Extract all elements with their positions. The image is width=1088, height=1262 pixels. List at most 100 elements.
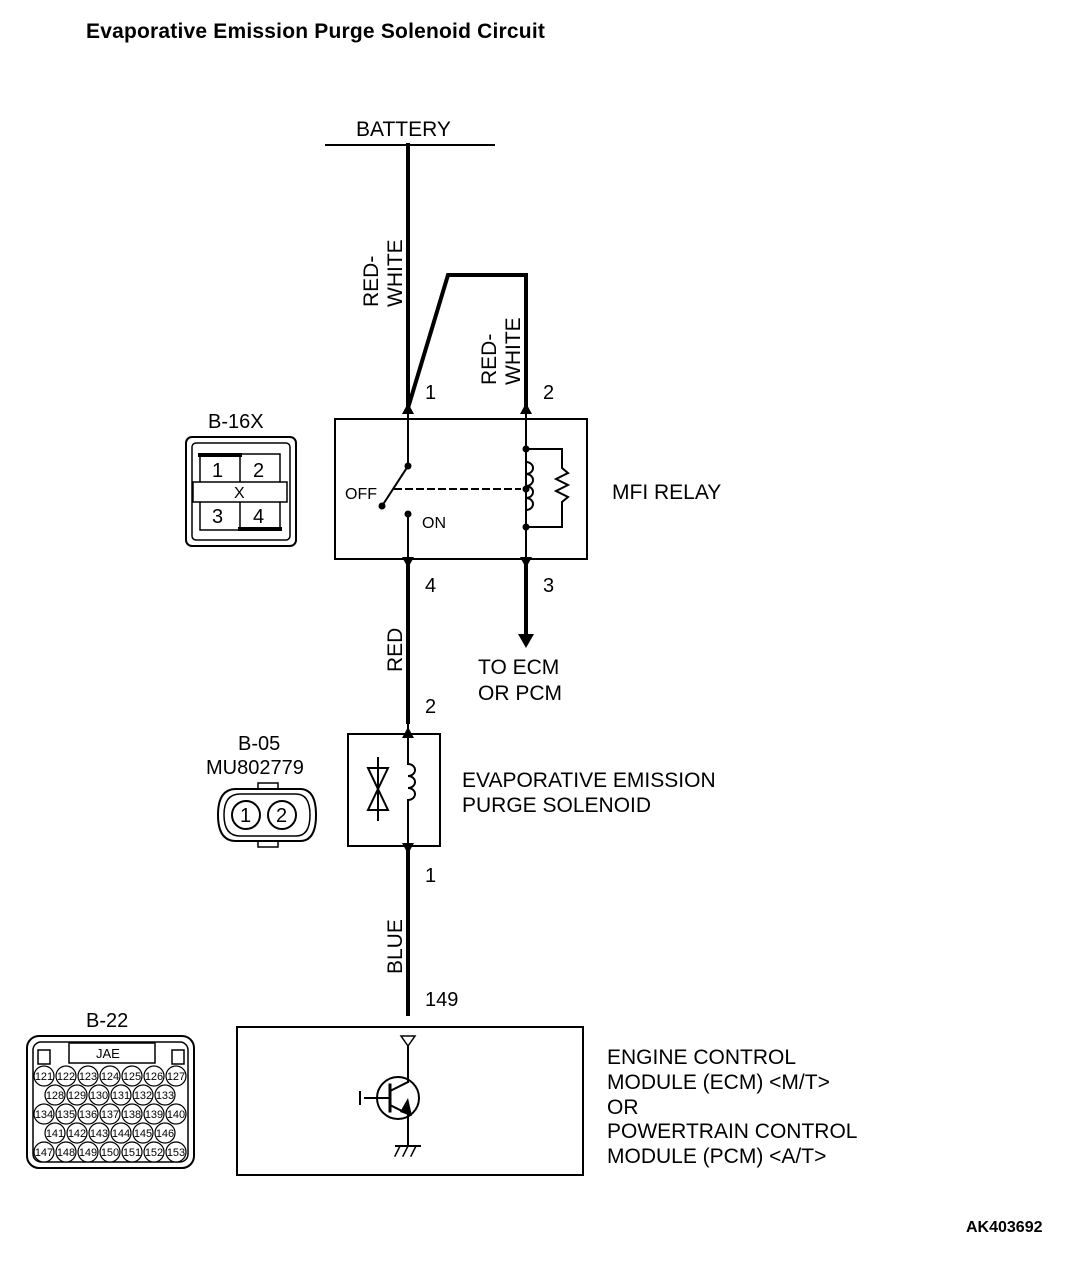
b22-pin-number: 122 [57,1071,75,1083]
b22-brand-label: JAE [96,1046,120,1061]
relay-on-label: ON [422,515,446,532]
figure-id: AK403692 [966,1219,1043,1236]
b22-pin-number: 133 [156,1090,174,1102]
b22-pin-number: 147 [35,1147,53,1159]
b22-pin-number: 144 [112,1128,130,1140]
b22-pin-circle [77,1103,99,1125]
wire-color-redwhite-2b: WHITE [502,317,525,385]
module-label-3: OR [607,1096,639,1119]
to-ecm-label-1: TO ECM [478,656,559,679]
b16x-mark: X [234,485,245,502]
b22-pin-number: 138 [123,1109,141,1121]
b05-connector-label: B-05 [238,733,280,755]
b22-pin-circle [154,1084,176,1106]
relay-pin-1: 1 [425,382,436,404]
purge-solenoid-box [347,733,441,847]
b22-pin-number: 137 [101,1109,119,1121]
solenoid-coil [406,762,416,802]
b22-pin-number: 149 [79,1147,97,1159]
b22-pin-number: 125 [123,1071,141,1083]
b16x-pin-3: 3 [212,506,223,528]
wire-color-redwhite-1b: WHITE [384,239,407,307]
b22-pin-circle [154,1122,176,1144]
b22-connector-outline [26,1035,195,1169]
solenoid-pin-2: 2 [425,696,436,718]
b22-pin-circle [121,1065,143,1087]
solenoid-label-1: EVAPORATIVE EMISSION [462,769,716,792]
b22-pin-circle [110,1084,132,1106]
b22-pin-circle [88,1122,110,1144]
ecm-pcm-box [236,1026,584,1176]
b22-pin-circle [55,1141,77,1163]
b22-pin-circle [121,1103,143,1125]
b22-pin-circle [143,1103,165,1125]
b16x-pin-2: 2 [253,460,264,482]
b22-pin-circle [132,1122,154,1144]
b16x-pin-4: 4 [253,506,264,528]
module-label-1: ENGINE CONTROL [607,1046,796,1069]
mfi-relay-label: MFI RELAY [612,481,721,504]
b22-pin-number: 127 [167,1071,185,1083]
solenoid-label-2: PURGE SOLENOID [462,794,651,817]
b22-pin-circle [165,1065,187,1087]
diagram-title: Evaporative Emission Purge Solenoid Circ… [86,20,546,43]
relay-off-label: OFF [345,486,377,503]
b22-pin-number: 129 [68,1090,86,1102]
mfi-relay-box [334,418,588,560]
b22-pin-number: 139 [145,1109,163,1121]
b22-pin-circle [66,1122,88,1144]
b22-pin-number: 136 [79,1109,97,1121]
relay-pin-4: 4 [425,575,436,597]
b05-connector-outline [216,788,318,842]
b05-pin-2: 2 [276,805,287,827]
wire-color-blue: BLUE [384,919,407,974]
b22-pin-number: 134 [35,1109,53,1121]
b22-pin-circle [121,1141,143,1163]
solenoid-pin-1: 1 [425,865,436,887]
b22-pin-circle [110,1122,132,1144]
wire-relay-coil-supply [405,273,528,412]
b22-pin-circle [33,1065,55,1087]
b22-pin-circle [165,1141,187,1163]
b22-pin-circle [77,1141,99,1163]
b22-pin-circle [143,1141,165,1163]
b22-pin-number: 146 [156,1128,174,1140]
relay-pin-3: 3 [543,575,554,597]
battery-label: BATTERY [356,118,451,141]
b22-pin-circle [55,1065,77,1087]
b16x-connector-label: B-16X [208,411,264,433]
b16x-connector-outline [185,436,297,547]
b22-pin-number: 150 [101,1147,119,1159]
module-label-5: MODULE (PCM) <A/T> [607,1145,826,1168]
b22-pin-number: 132 [134,1090,152,1102]
to-ecm-arrow-icon [518,634,534,648]
b22-pin-circle [99,1065,121,1087]
b22-pin-number: 143 [90,1128,108,1140]
b22-pin-number: 140 [167,1109,185,1121]
b22-pin-number: 152 [145,1147,163,1159]
b22-pin-number: 145 [134,1128,152,1140]
b22-pin-number: 135 [57,1109,75,1121]
b22-pin-circle [99,1141,121,1163]
wire-color-red: RED [384,628,407,672]
b22-pin-circle [55,1103,77,1125]
b22-pin-number: 126 [145,1071,163,1083]
b22-pin-circle [143,1065,165,1087]
module-label-2: MODULE (ECM) <M/T> [607,1071,830,1094]
b22-pin-number: 151 [123,1147,141,1159]
b22-pin-circle [33,1103,55,1125]
b22-pin-circle [132,1084,154,1106]
b22-pin-circle [66,1084,88,1106]
b16x-pin-1: 1 [212,460,223,482]
b22-pin-circle [88,1084,110,1106]
solenoid-valve-icon [366,767,390,811]
module-pin-149: 149 [425,989,458,1011]
to-ecm-label-2: OR PCM [478,682,562,705]
b22-pin-number: 131 [112,1090,130,1102]
b22-connector-label: B-22 [86,1010,128,1032]
b22-pin-circle [44,1122,66,1144]
b22-pin-circle [99,1103,121,1125]
b22-pin-circle [33,1141,55,1163]
